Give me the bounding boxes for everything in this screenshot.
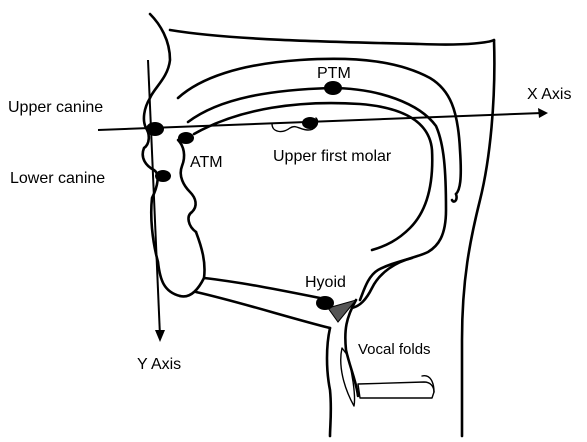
upper-first-molar-point bbox=[302, 117, 318, 129]
jaw-floor-upper bbox=[204, 278, 320, 298]
vocal-fold-shape bbox=[341, 348, 355, 406]
label-hyoid: Hyoid bbox=[305, 274, 346, 291]
vocal-folds-box-right bbox=[422, 376, 434, 392]
y-axis-arrowhead bbox=[155, 330, 165, 342]
larynx-inner-wall bbox=[345, 300, 358, 396]
pharynx-back-wall bbox=[462, 40, 494, 436]
label-y-axis: Y Axis bbox=[137, 356, 181, 373]
label-atm: ATM bbox=[190, 154, 223, 171]
face-outline bbox=[143, 14, 180, 296]
hyoid-point bbox=[316, 296, 334, 310]
y-axis-line bbox=[148, 60, 160, 336]
uvula bbox=[452, 194, 457, 202]
lower-canine-point bbox=[155, 170, 171, 182]
atm-point bbox=[178, 132, 194, 144]
label-vocal-folds: Vocal folds bbox=[358, 341, 431, 358]
jaw-floor-lower bbox=[196, 292, 330, 328]
upper-canine-point bbox=[146, 122, 164, 136]
mandible bbox=[180, 232, 205, 296]
label-upper-first-molar: Upper first molar bbox=[273, 148, 392, 165]
label-lower-canine: Lower canine bbox=[10, 170, 105, 187]
label-ptm: PTM bbox=[317, 65, 351, 82]
nasal-cavity-top bbox=[170, 30, 494, 45]
larynx-front-wall bbox=[327, 328, 331, 436]
label-upper-canine: Upper canine bbox=[8, 99, 103, 116]
label-x-axis: X Axis bbox=[527, 86, 571, 103]
vocal-folds-box bbox=[358, 382, 434, 398]
ptm-point bbox=[324, 81, 342, 95]
x-axis-line bbox=[98, 113, 542, 130]
x-axis-arrowhead bbox=[538, 108, 548, 118]
